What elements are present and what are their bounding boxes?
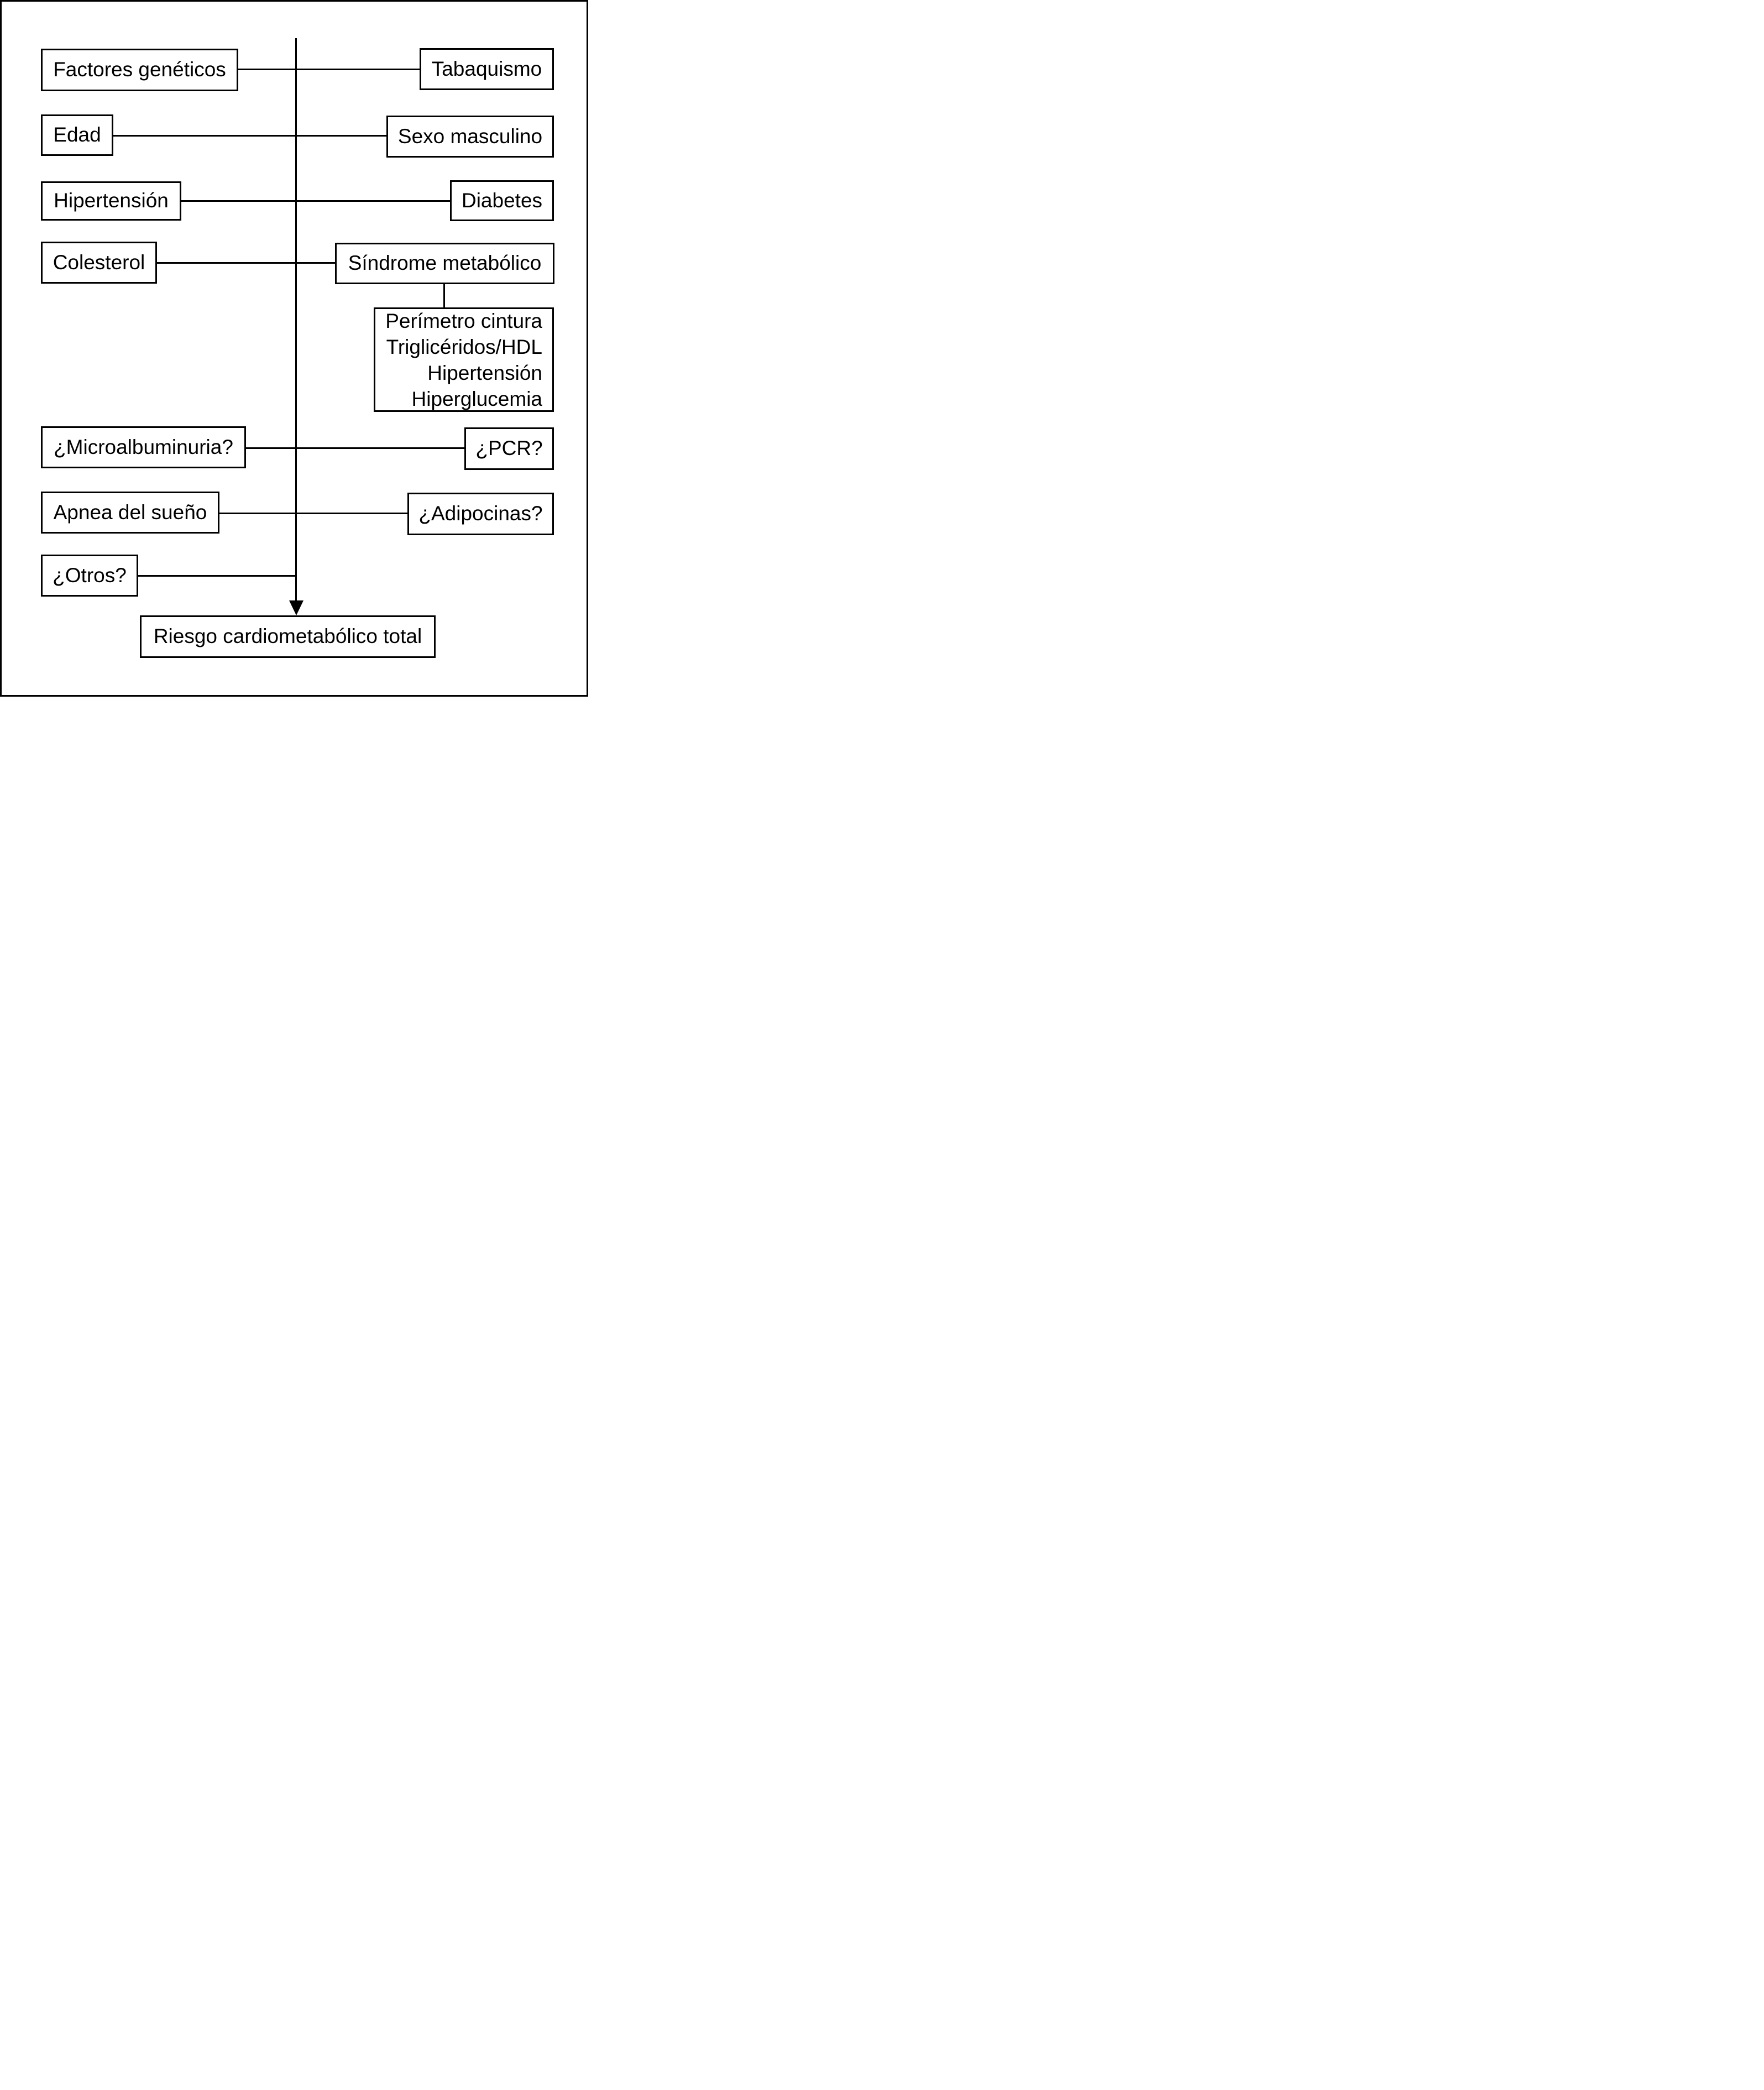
box-pcr: ¿PCR? xyxy=(464,427,554,470)
box-label: Tabaquismo xyxy=(431,57,542,80)
box-label: Síndrome metabólico xyxy=(348,252,542,275)
diagram-frame: Factores genéticos Edad Hipertensión Col… xyxy=(0,0,588,697)
box-label: Apnea del sueño xyxy=(53,500,207,524)
box-edad: Edad xyxy=(41,114,113,156)
component-list: Perímetro cintura Triglicéridos/HDL Hipe… xyxy=(385,308,542,412)
box-apnea-del-sueno: Apnea del sueño xyxy=(41,492,219,534)
box-colesterol: Colesterol xyxy=(41,242,157,284)
central-arrow-line xyxy=(295,38,297,604)
outcome-label: Riesgo cardiometabólico total xyxy=(153,625,422,648)
component-item: Hiperglucemia xyxy=(411,387,543,410)
box-label: Diabetes xyxy=(461,189,543,212)
box-factores-geneticos: Factores genéticos xyxy=(41,49,238,91)
box-label: Hipertensión xyxy=(54,189,169,212)
down-arrowhead-icon xyxy=(289,600,303,615)
box-sindrome-metabolico: Síndrome metabólico xyxy=(335,243,554,284)
connector-apnea-adipocinas xyxy=(219,513,407,514)
connector-hipertension-diabetes xyxy=(181,200,450,202)
connector-otros-central xyxy=(138,575,296,577)
component-item: Hipertensión xyxy=(427,361,542,384)
box-sexo-masculino: Sexo masculino xyxy=(386,116,554,158)
box-label: Edad xyxy=(53,123,101,147)
box-microalbuminuria: ¿Microalbuminuria? xyxy=(41,426,246,468)
box-diabetes: Diabetes xyxy=(450,180,554,221)
connector-colesterol-sindrome xyxy=(157,262,335,264)
box-label: ¿PCR? xyxy=(475,437,543,460)
box-label: ¿Adipocinas? xyxy=(418,502,543,525)
connector-microalbuminuria-pcr xyxy=(246,447,464,449)
box-label: ¿Microalbuminuria? xyxy=(54,435,233,458)
box-tabaquismo: Tabaquismo xyxy=(420,48,554,90)
box-label: ¿Otros? xyxy=(53,563,127,587)
box-label: Sexo masculino xyxy=(397,124,543,148)
box-otros: ¿Otros? xyxy=(41,555,138,597)
connector-sindrome-componentes xyxy=(443,284,445,308)
box-adipocinas: ¿Adipocinas? xyxy=(407,493,554,535)
connector-factores-tabaquismo xyxy=(238,69,420,70)
box-componentes-sindrome: Perímetro cintura Triglicéridos/HDL Hipe… xyxy=(374,307,554,412)
connector-edad-sexo xyxy=(113,135,386,137)
box-hipertension: Hipertensión xyxy=(41,181,181,221)
component-item: Triglicéridos/HDL xyxy=(386,335,542,358)
box-riesgo-cardiometabolico-total: Riesgo cardiometabólico total xyxy=(140,615,436,658)
component-item: Perímetro cintura xyxy=(385,309,542,332)
box-label: Colesterol xyxy=(53,250,145,274)
box-label: Factores genéticos xyxy=(53,58,226,81)
